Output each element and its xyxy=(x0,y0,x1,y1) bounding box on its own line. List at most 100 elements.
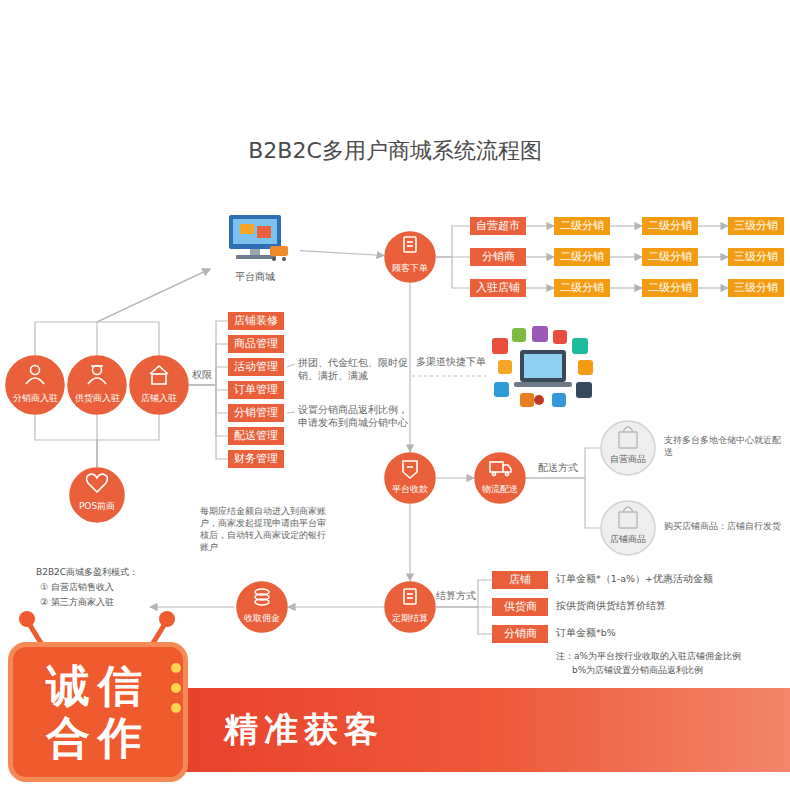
note-text: 拼团、代金红包、限时促销、满折、满减 xyxy=(298,357,410,383)
distribution-box: 二级分销 xyxy=(554,217,610,235)
flow-connector xyxy=(35,269,210,355)
node-label: 分销商 xyxy=(498,627,542,641)
flow-icon-circle: 店铺入驻 xyxy=(129,355,189,415)
circle-outline xyxy=(129,355,189,415)
note-text: 支持多台多地仓储中心就近配送 xyxy=(664,434,786,458)
flow-icon-circle: 物流配送 xyxy=(474,452,526,504)
flow-connector xyxy=(436,477,474,478)
flow-connector xyxy=(610,225,642,226)
process-box: 订单管理 xyxy=(228,381,284,399)
note-text: 订单金额*b% xyxy=(556,627,616,640)
flow-connector xyxy=(409,283,410,452)
node-label: 顾客下单 xyxy=(392,263,428,274)
note-text: 按供货商供货结算价结算 xyxy=(556,600,666,613)
flow-connector xyxy=(97,415,159,467)
process-box: 分销管理 xyxy=(228,404,284,422)
distribution-box: 二级分销 xyxy=(554,279,610,297)
flow-connector xyxy=(97,269,210,355)
flow-connector xyxy=(698,256,728,257)
flow-connector xyxy=(189,321,228,385)
flow-connector xyxy=(97,269,210,355)
diagram-title: B2B2C多用户商城系统流程图 xyxy=(0,136,790,166)
bag-icon xyxy=(619,427,637,448)
bag-icon xyxy=(619,507,637,528)
flow-connector xyxy=(436,257,470,288)
process-box: 入驻店铺 xyxy=(470,279,526,297)
distribution-box: 二级分销 xyxy=(642,279,698,297)
node-label: 活动管理 xyxy=(234,360,278,374)
payment-icon xyxy=(403,461,417,478)
circle-outline xyxy=(69,467,125,523)
flow-icon-circle: 收取佣金 xyxy=(236,581,288,633)
circle-outline xyxy=(474,452,526,504)
node-label: 二级分销 xyxy=(648,219,692,233)
settle-icon xyxy=(404,589,416,604)
node-label: 店铺装修 xyxy=(234,314,278,328)
node-label: 平台收款 xyxy=(392,484,428,495)
promo-banner: 精准获客 xyxy=(160,688,790,772)
node-label: 入驻店铺 xyxy=(476,281,520,295)
badge-dots xyxy=(171,663,181,713)
flow-icon-circle: 分销商入驻 xyxy=(5,355,65,415)
node-label: 自营商品 xyxy=(610,454,646,465)
flow-connector xyxy=(526,478,600,528)
flow-connector xyxy=(409,504,410,581)
dashed-leader xyxy=(412,376,486,377)
node-label: 二级分销 xyxy=(648,250,692,264)
note-text: ① 自营店销售收入 xyxy=(40,581,114,593)
circle-outline xyxy=(236,581,288,633)
coin-icon xyxy=(255,589,269,605)
process-box: 分销商 xyxy=(492,625,548,643)
circle-outline xyxy=(600,500,656,556)
node-label: 物流配送 xyxy=(482,484,518,495)
node-label: 供货商入驻 xyxy=(75,393,120,404)
distribution-box: 三级分销 xyxy=(728,248,784,266)
circle-outline xyxy=(67,355,127,415)
process-box: 配送管理 xyxy=(228,427,284,445)
flow-connector xyxy=(189,385,228,413)
process-box: 店铺 xyxy=(492,571,548,589)
note-text: b%为店铺设置分销商品返利比例 xyxy=(572,664,703,676)
person-icon xyxy=(88,366,106,385)
flow-icon-circle: POS前商 xyxy=(69,467,125,523)
note-text: ② 第三方商家入驻 xyxy=(40,596,114,608)
flow-connector xyxy=(436,607,492,634)
goods-circle: 自营商品 xyxy=(600,420,656,476)
leader-line xyxy=(287,364,295,367)
node-label: 配送管理 xyxy=(234,429,278,443)
node-label: 分销管理 xyxy=(234,406,278,420)
node-label: 自营超市 xyxy=(476,219,520,233)
note-text: B2B2C商城多盈利模式： xyxy=(36,566,138,578)
node-label: 二级分销 xyxy=(560,250,604,264)
channels-illustration xyxy=(492,326,593,407)
flow-connector xyxy=(189,385,228,436)
node-label: 合作 xyxy=(46,712,150,764)
flow-connector xyxy=(526,287,554,288)
house-icon xyxy=(150,366,168,384)
person-icon xyxy=(26,366,44,385)
node-label: 财务管理 xyxy=(234,452,278,466)
note-text: 订单金额*（1-a%）+优惠活动金额 xyxy=(556,573,713,586)
flow-icon-circle: 供货商入驻 xyxy=(67,355,127,415)
process-box: 商品管理 xyxy=(228,335,284,353)
node-label: 供货商 xyxy=(498,600,542,614)
flow-connector xyxy=(300,251,384,256)
flow-icon-circle: 平台收款 xyxy=(384,452,436,504)
process-box: 活动管理 xyxy=(228,358,284,376)
flow-connector xyxy=(610,256,642,257)
profit-arrow xyxy=(150,606,234,607)
circle-outline xyxy=(384,452,436,504)
node-label: 商品管理 xyxy=(234,337,278,351)
circle-outline xyxy=(384,581,436,633)
platform-icon: 平台商城 xyxy=(210,213,300,283)
node-label: 二级分销 xyxy=(560,281,604,295)
flow-connector xyxy=(526,256,554,257)
goods-circle: 店铺商品 xyxy=(600,500,656,556)
circle-outline xyxy=(5,355,65,415)
flow-connector xyxy=(610,287,642,288)
process-box: 自营超市 xyxy=(470,217,526,235)
node-label: 店铺商品 xyxy=(610,534,646,545)
flow-icon-circle: 定期结算 xyxy=(384,581,436,633)
node-label: 二级分销 xyxy=(648,281,692,295)
process-box: 财务管理 xyxy=(228,450,284,468)
